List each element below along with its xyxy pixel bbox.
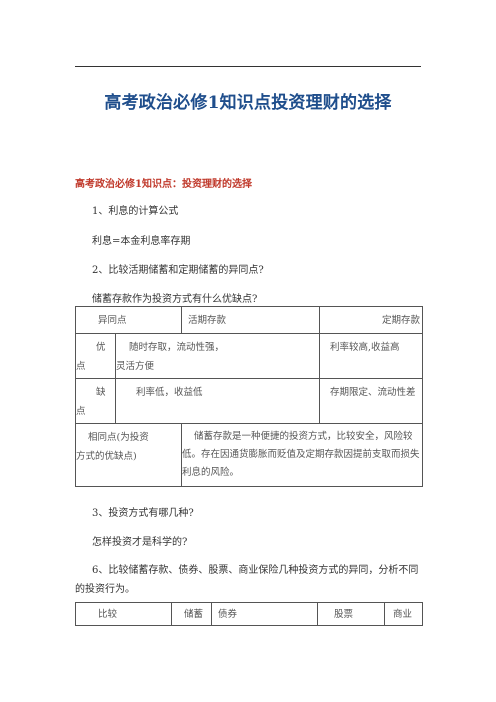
- top-rule: [75, 66, 421, 67]
- table1-label-cons: 缺 点: [75, 378, 116, 424]
- investment-comparison-table: 比较 储蓄 债券 股票 商业: [75, 602, 423, 626]
- section-subtitle: 高考政治必修1知识点：投资理财的选择: [75, 179, 252, 190]
- paragraph-compare-savings: 2、比较活期储蓄和定期储蓄的异同点?: [92, 265, 264, 276]
- table1-header-cell-2: 活期存款: [181, 306, 320, 334]
- table1-label-pros: 优 点: [75, 333, 116, 379]
- table2-header-savings: 储蓄: [171, 602, 212, 626]
- paragraph-savings-pros-cons: 储蓄存款作为投资方式有什么优缺点?: [92, 294, 258, 305]
- paragraph-compare-investments: 6、比较储蓄存款、债券、股票、商业保险几种投资方式的异同，分析不同的投资行为。: [75, 565, 419, 595]
- paragraph-investment-types: 3、投资方式有哪几种?: [92, 508, 194, 519]
- document-title: 高考政治必修1知识点投资理财的选择: [104, 93, 392, 113]
- table2-header-compare: 比较: [75, 602, 172, 626]
- paragraph-interest-formula: 利息=本金利息率存期: [92, 236, 191, 247]
- table1-pros-current: 随时存取，流动性强， 灵活方便: [115, 333, 320, 379]
- savings-comparison-table: 异同点 活期存款 定期存款 优 点 随时存取，流动性强， 灵活方便 利率较高,收…: [75, 306, 423, 487]
- table1-header-cell-3: 定期存款: [319, 306, 423, 334]
- paragraph-interest-formula-heading: 1、利息的计算公式: [92, 206, 179, 217]
- table1-label-common: 相同点(为投资 方式的优缺点): [75, 423, 182, 487]
- table1-header-cell-1: 异同点: [75, 306, 182, 334]
- table1-cons-current: 利率低，收益低: [115, 378, 320, 424]
- table1-pros-fixed: 利率较高,收益高: [319, 333, 423, 379]
- table2-header-stocks: 股票: [317, 602, 385, 626]
- table1-common-text: 储蓄存款是一种便捷的投资方式，比较安全，风险较低。存在因通货膨胀而贬值及定期存款…: [181, 423, 423, 487]
- table1-cons-fixed: 存期限定、流动性差: [319, 378, 423, 424]
- table2-header-bonds: 债券: [211, 602, 318, 626]
- table2-header-insurance: 商业: [384, 602, 423, 626]
- paragraph-scientific-investment: 怎样投资才是科学的?: [92, 537, 188, 548]
